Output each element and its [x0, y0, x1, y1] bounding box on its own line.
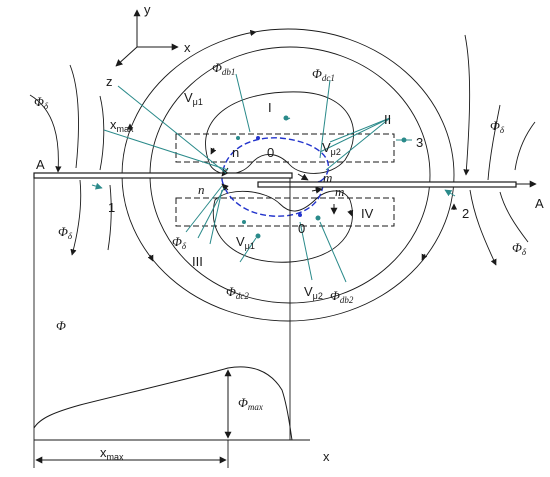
label-x-bottom: x — [323, 449, 330, 464]
label-O-upper: 0 — [267, 145, 274, 160]
label-m-lower: m — [335, 184, 344, 199]
label-m-upper: m — [323, 170, 332, 185]
label-A-right: A — [535, 196, 544, 211]
label-phi-delta-center: Φδ — [172, 234, 187, 251]
label-phi-delta-bottom-right: Φδ — [512, 240, 527, 257]
label-phi-delta-top-left: Φδ — [34, 94, 49, 111]
label-n-upper: n — [232, 145, 239, 160]
label-V-mu2-lower: Vμ2 — [304, 284, 323, 301]
label-phi-db2: Φdb2 — [330, 288, 354, 305]
label-plate-2: 2 — [462, 206, 469, 221]
label-V-mu1-lower: Vμ1 — [236, 234, 255, 251]
label-phi-dc1: Φdc1 — [312, 66, 335, 83]
plate-1 — [33, 172, 293, 179]
label-O-lower: 0 — [298, 221, 305, 236]
label-A-left: A — [36, 157, 45, 172]
label-phi-delta-top-right: Φδ — [490, 118, 505, 135]
label-phi-delta-bottom-left: Φδ — [58, 224, 73, 241]
upper-blue-loop — [221, 137, 330, 183]
label-roman-III: III — [192, 254, 203, 269]
lower-region-box — [175, 197, 395, 227]
upper-inner-loop — [205, 91, 354, 175]
axis-x-label: x — [184, 40, 191, 55]
lower-inner-loop — [212, 190, 353, 263]
label-V-mu2-upper: Vμ2 — [322, 140, 341, 157]
label-phi: Φ — [56, 318, 66, 333]
label-plate-1: 1 — [108, 200, 115, 215]
label-xmax-small: xmax — [110, 117, 134, 134]
label-phi-max: Φmax — [238, 395, 263, 412]
label-roman-II: II — [384, 112, 391, 127]
plate-2 — [257, 181, 517, 188]
label-roman-IV: IV — [361, 206, 374, 221]
label-box-3: 3 — [416, 135, 423, 150]
upper-region-box — [175, 133, 395, 163]
label-phi-db1: Φdb1 — [212, 60, 235, 77]
lower-blue-loop — [221, 179, 324, 217]
label-phi-dc2: Φdc2 — [226, 284, 249, 301]
coordinate-triad: y x z — [106, 2, 191, 89]
label-n-lower: n — [198, 182, 205, 197]
teal-leaders — [91, 73, 456, 283]
label-xmax-bottom: xmax — [100, 445, 124, 462]
flux-distribution-curve — [33, 366, 293, 441]
axis-y-label: y — [144, 2, 151, 17]
axis-z-label: z — [106, 74, 113, 89]
label-V-mu1-upper: Vμ1 — [184, 90, 203, 107]
label-roman-I: I — [268, 100, 272, 115]
